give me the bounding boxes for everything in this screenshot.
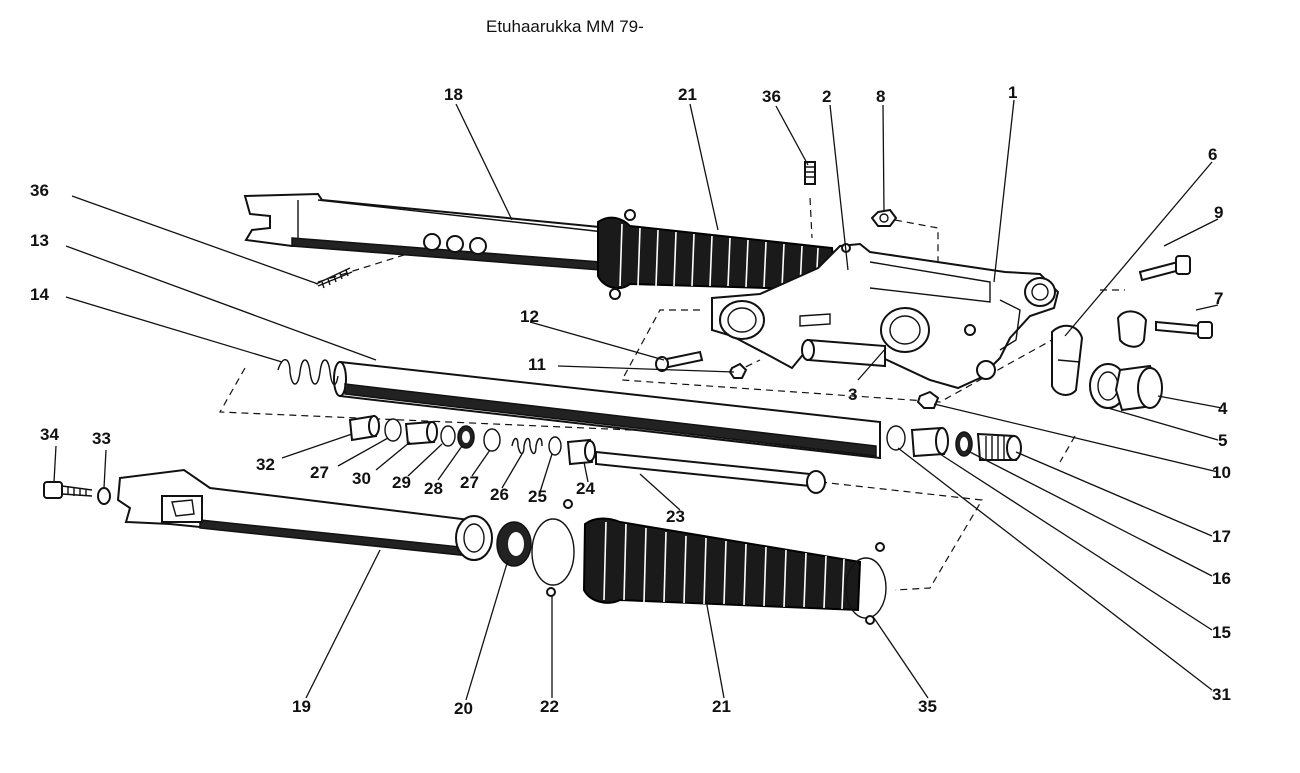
cap-nut-4 <box>1114 364 1163 412</box>
callout-24: 24 <box>576 479 595 498</box>
clip-35 <box>845 542 887 625</box>
clamp-6 <box>1051 324 1084 396</box>
callout-5: 5 <box>1218 431 1227 450</box>
callout-11: 11 <box>528 355 546 374</box>
callout-33: 33 <box>92 429 111 448</box>
bolt-36-vertical <box>804 161 816 185</box>
callout-27-a: 27 <box>310 463 329 482</box>
bolt-34 <box>43 481 93 499</box>
callout-26: 26 <box>490 485 509 504</box>
callout-22: 22 <box>540 697 559 716</box>
callout-9: 9 <box>1214 203 1223 222</box>
part-17-plug <box>976 432 1022 461</box>
part-29-washer <box>440 425 456 447</box>
nut-8 <box>870 208 898 227</box>
callout-7: 7 <box>1214 289 1223 308</box>
callout-30: 30 <box>352 469 371 488</box>
callout-36-upper: 36 <box>762 87 781 106</box>
part-24-bushing <box>566 438 596 466</box>
callout-34: 34 <box>40 425 59 444</box>
callout-21-upper: 21 <box>678 85 697 104</box>
callout-35: 35 <box>918 697 937 716</box>
callout-25: 25 <box>528 487 547 506</box>
lower-bellows <box>582 517 862 612</box>
leader-lines <box>53 99 1223 701</box>
callout-21-lower: 21 <box>712 697 731 716</box>
seal-20 <box>496 521 532 567</box>
part-26-spring <box>511 437 543 455</box>
damper-rod-23 <box>595 450 826 494</box>
part-27-ring-b <box>483 428 501 452</box>
upper-fork-leg <box>243 192 614 272</box>
callout-20: 20 <box>454 699 473 718</box>
part-27-ring-a <box>384 418 402 442</box>
callout-13: 13 <box>30 231 49 250</box>
callout-29: 29 <box>392 473 411 492</box>
callout-14: 14 <box>30 285 49 304</box>
bolt-36-upper <box>315 267 353 289</box>
callout-3: 3 <box>848 385 857 404</box>
part-32-bushing <box>348 414 380 442</box>
callout-2: 2 <box>822 87 831 106</box>
callout-numbers: 18 21 36 2 8 1 6 9 7 4 5 10 17 16 15 31 … <box>30 83 1231 718</box>
callout-36-left: 36 <box>30 181 49 200</box>
lower-slider <box>116 468 493 561</box>
diagram-title: Etuhaarukka MM 79- <box>486 17 644 36</box>
callout-12: 12 <box>520 307 539 326</box>
callout-10: 10 <box>1212 463 1231 482</box>
callout-16: 16 <box>1212 569 1231 588</box>
steering-stem <box>801 338 886 368</box>
callout-8: 8 <box>876 87 885 106</box>
nut-10 <box>916 390 940 409</box>
stanchion-tube <box>333 360 881 460</box>
callout-19: 19 <box>292 697 311 716</box>
upper-bellows <box>597 209 838 300</box>
washer-33 <box>97 487 111 505</box>
clamp-small <box>1116 310 1148 348</box>
nut-11 <box>728 362 748 379</box>
part-25-ring <box>548 436 562 456</box>
callout-27-b: 27 <box>460 473 479 492</box>
part-16-oring <box>955 431 973 457</box>
steering-yoke <box>711 242 1060 390</box>
bolt-7 <box>1155 320 1213 339</box>
callout-32: 32 <box>256 455 275 474</box>
callout-15: 15 <box>1212 623 1231 642</box>
callout-17: 17 <box>1212 527 1231 546</box>
bolt-12 <box>655 350 704 372</box>
callout-28: 28 <box>424 479 443 498</box>
clip-22 <box>531 499 575 597</box>
callout-1: 1 <box>1008 83 1017 102</box>
part-30-bushing <box>404 420 438 446</box>
callout-31: 31 <box>1212 685 1231 704</box>
callout-18: 18 <box>444 85 463 104</box>
callout-6: 6 <box>1208 145 1217 164</box>
part-28-seal <box>457 425 475 449</box>
part-15-bushing <box>910 426 949 458</box>
callout-23: 23 <box>666 507 685 526</box>
spring-14 <box>277 359 339 386</box>
callout-4: 4 <box>1218 399 1228 418</box>
part-31-washer <box>886 425 906 451</box>
bolt-9 <box>1138 255 1191 282</box>
